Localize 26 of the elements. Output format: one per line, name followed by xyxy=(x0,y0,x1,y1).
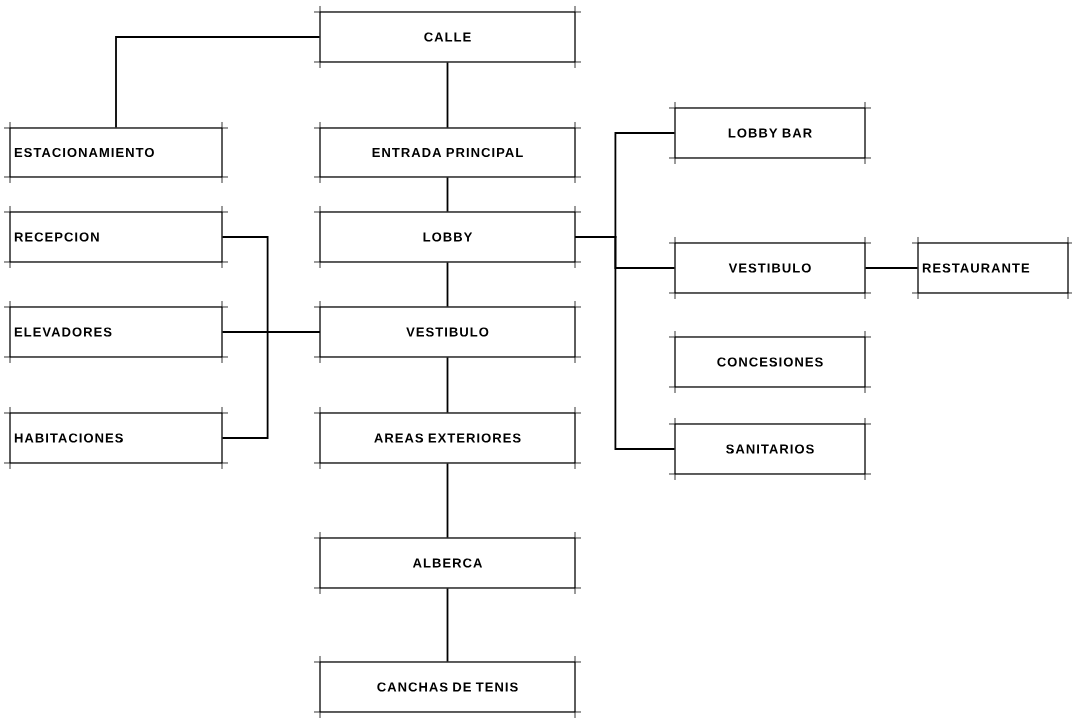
process-box: SANITARIOS xyxy=(668,417,872,481)
connector-line xyxy=(864,267,919,269)
process-box: ALBERCA xyxy=(313,531,582,595)
process-box: RECEPCION xyxy=(3,205,229,269)
connector-line xyxy=(574,236,676,450)
connector-line xyxy=(221,331,321,439)
process-box: LOBBY BAR xyxy=(668,101,872,165)
process-box: ENTRADA PRINCIPAL xyxy=(313,121,582,184)
process-box: CALLE xyxy=(313,5,582,69)
process-box: VESTIBULO xyxy=(313,300,582,364)
connector-line xyxy=(446,261,449,308)
connector-line xyxy=(446,61,449,129)
process-box: RESTAURANTE xyxy=(911,236,1072,300)
process-box: HABITACIONES xyxy=(3,406,229,470)
process-box: AREAS EXTERIORES xyxy=(313,406,582,470)
connector-line xyxy=(446,587,449,663)
process-box: LOBBY xyxy=(313,205,582,269)
process-box: CONCESIONES xyxy=(668,330,872,394)
process-box: ESTACIONAMIENTO xyxy=(3,121,229,184)
connector-line xyxy=(115,36,321,129)
process-box: VESTIBULO xyxy=(668,236,872,300)
connector-line xyxy=(446,462,449,539)
connector-line xyxy=(446,176,449,213)
connector-line xyxy=(446,356,449,414)
process-box: ELEVADORES xyxy=(3,300,229,364)
process-box: CANCHAS DE TENIS xyxy=(313,655,582,719)
